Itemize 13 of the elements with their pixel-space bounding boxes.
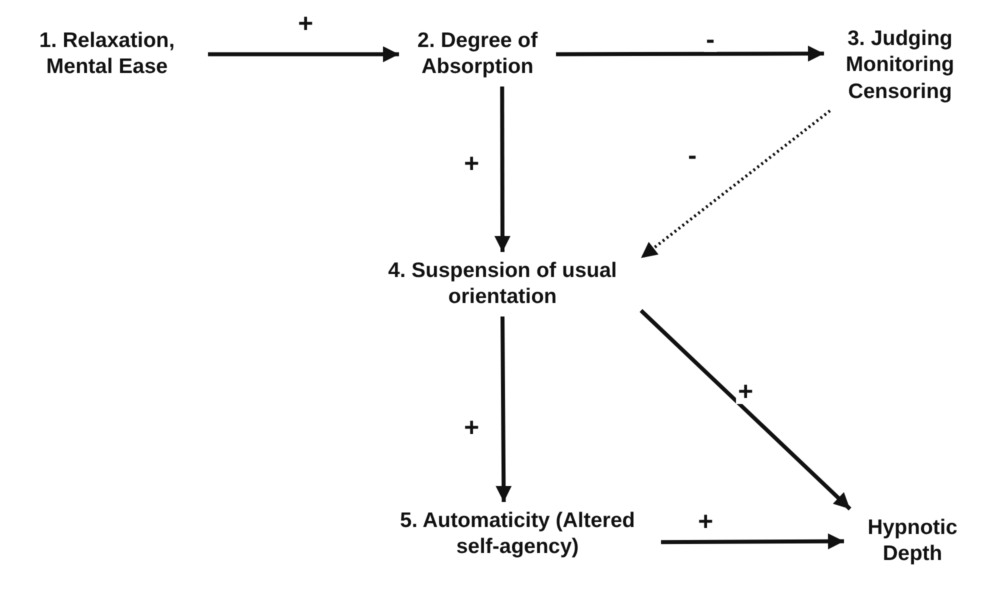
arrow — [640, 309, 852, 510]
node-label: 3. Judging Monitoring Censoring — [844, 26, 956, 104]
arrow — [556, 46, 824, 62]
node-label: Hypnotic Depth — [866, 515, 958, 568]
node-label: 2. Degree of Absorption — [416, 28, 539, 80]
arrow — [496, 316, 512, 502]
arrow — [208, 46, 399, 62]
node-label: 5. Automaticity (Altered self-agency) — [399, 508, 636, 560]
arrow — [660, 533, 844, 550]
node-label: 1. Relaxation, Mental Ease — [38, 28, 176, 80]
arrow — [640, 110, 831, 260]
node-label: 4. Suspension of usual orientation — [387, 258, 618, 310]
arrow — [494, 86, 510, 252]
